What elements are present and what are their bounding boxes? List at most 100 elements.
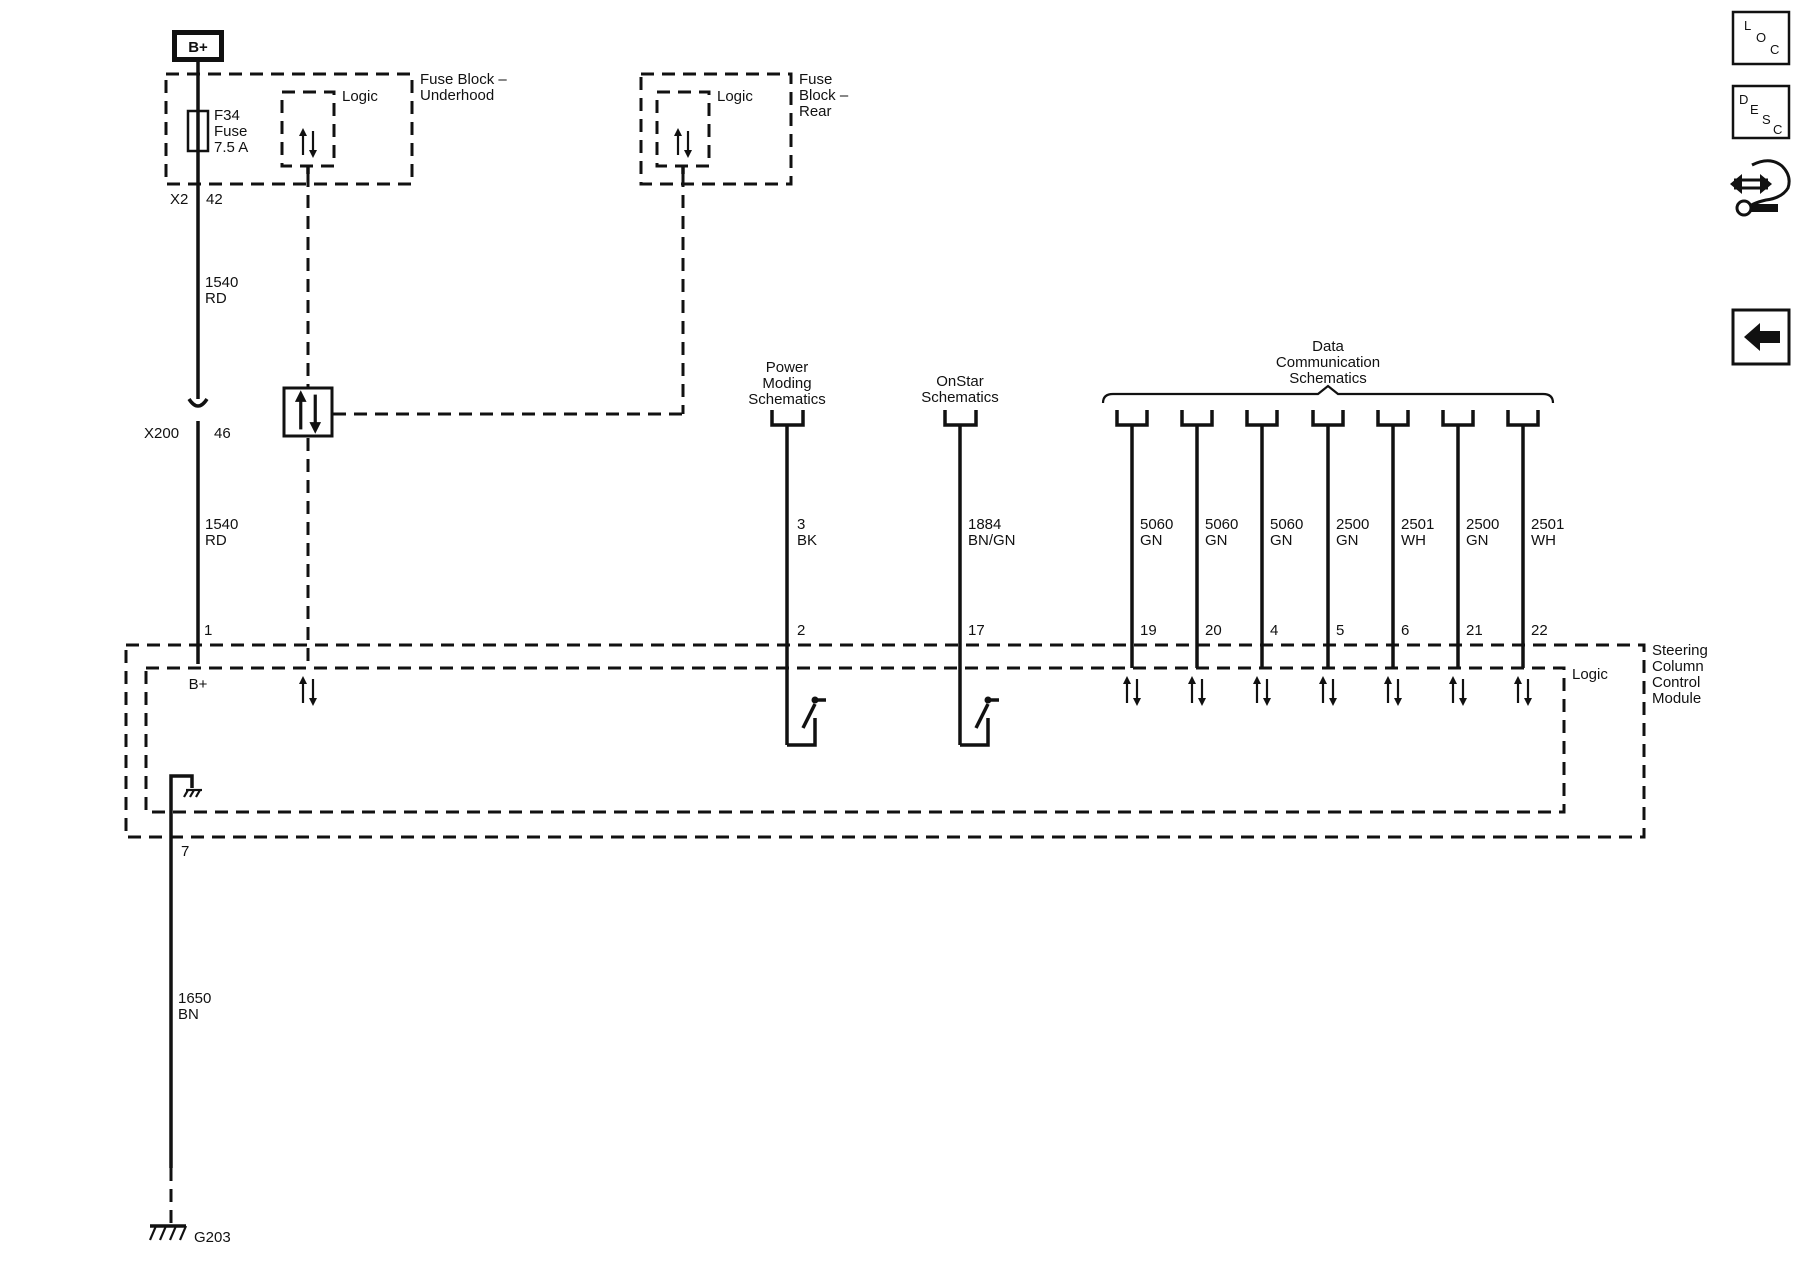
power-moding-color: BK [797,532,817,549]
steering-column-control-module: Logic Steering Column Control Module 1 B… [124,622,1708,1020]
wire-color-rd-upper: RD [205,290,227,307]
data-wire-color: GN [1466,532,1489,549]
onstar-reference: OnStar Schematics 1884 BN/GN 17 [921,373,1016,747]
data-comm-ref-1: Data [1312,338,1344,355]
data-wire-circuit: 5060 [1270,516,1303,533]
underhood-logic-box [280,90,336,168]
onstar-color: BN/GN [968,532,1016,549]
location-button[interactable]: L O C [1731,10,1791,66]
fuse-block-rear-title-2: Block – [799,87,849,104]
data-wire-pin: 6 [1401,622,1409,639]
power-label: B+ [188,39,208,56]
desc-letter-4: C [1773,122,1782,137]
data-wire-color: GN [1140,532,1163,549]
bidirectional-arrow-icon [1317,674,1339,708]
onstar-pin: 17 [968,622,985,639]
onstar-ref-1: OnStar [936,373,984,390]
fuse-block-rear: Fuse Block – Rear Logic [639,71,849,186]
data-wire-circuit: 2501 [1531,516,1564,533]
fuse-block-connector: X2 [170,191,188,208]
serial-data-symbol [282,386,334,438]
description-button[interactable]: D E S C [1731,84,1791,140]
data-wire-pin: 22 [1531,622,1548,639]
loc-letter-1: L [1744,18,1751,33]
data-wire-color: GN [1205,532,1228,549]
data-wire-color: WH [1401,532,1426,549]
data-wire-circuit: 5060 [1140,516,1173,533]
wire-circuit-1540-upper: 1540 [205,274,238,291]
module-logic-label: Logic [1572,666,1608,683]
data-wire-circuit: 5060 [1205,516,1238,533]
power-moding-pin: 2 [797,622,805,639]
data-wire-color: GN [1270,532,1293,549]
inline-connector-name: X200 [144,425,179,442]
desc-letter-3: S [1762,112,1771,127]
battery-positive-source: B+ [172,30,224,62]
data-communication-reference: Data Communication Schematics 5060GN1950… [1101,338,1564,708]
data-wire-pin: 20 [1205,622,1222,639]
ground-wire-circuit: 1650 [178,990,211,1007]
onstar-circuit: 1884 [968,516,1001,533]
fuse-block-underhood-title-2: Underhood [420,87,494,104]
module-bplus-pin: 1 [204,622,212,639]
ground-wire: 1650 BN G203 [148,990,231,1246]
bidirectional-arrow-icon [1382,674,1404,708]
wire-circuit-1540-lower: 1540 [205,516,238,533]
module-logic-box [144,666,1566,814]
module-bplus-label: B+ [189,676,208,693]
data-comm-ref-3: Schematics [1289,370,1367,387]
data-wire-pin: 21 [1466,622,1483,639]
b-plus-wire: 1540 RD X200 46 1540 RD [144,62,238,664]
data-wire-pin: 5 [1336,622,1344,639]
wire-color-rd-lower: RD [205,532,227,549]
bidirectional-arrow-icon [1447,674,1469,708]
fuse-block-rear-title-1: Fuse [799,71,832,88]
power-moding-ref-2: Moding [762,375,811,392]
rear-logic-label: Logic [717,88,753,105]
data-wire-group: 5060GN195060GN205060GN42500GN52501WH6250… [1115,410,1564,708]
data-wire-color: GN [1336,532,1359,549]
data-wire-circuit: 2501 [1401,516,1434,533]
module-ground-pin: 7 [181,843,189,860]
data-wire-circuit: 2500 [1466,516,1499,533]
loc-letter-2: O [1756,30,1766,45]
fuse-block-pin: 42 [206,191,223,208]
back-arrow-button[interactable] [1731,308,1791,366]
power-moding-circuit: 3 [797,516,805,533]
inline-connector-pin: 46 [214,425,231,442]
desc-letter-2: E [1750,102,1759,117]
bidirectional-arrow-icon [1186,674,1208,708]
module-name-1: Steering [1652,642,1708,659]
fuse-rating: 7.5 A [214,139,248,156]
desc-letter-1: D [1739,92,1748,107]
back-arrow-icon [1744,323,1780,351]
bidirectional-arrow-icon [1251,674,1273,708]
bidirectional-arrow-icon [297,674,319,708]
fuse-type: Fuse [214,123,247,140]
fuse-block-rear-title-3: Rear [799,103,832,120]
data-comm-ref-2: Communication [1276,354,1380,371]
fuse-id: F34 [214,107,240,124]
power-moding-ref-3: Schematics [748,391,826,408]
power-moding-reference: Power Moding Schematics 3 BK 2 [748,359,826,747]
data-wire-circuit: 2500 [1336,516,1369,533]
module-name-4: Module [1652,690,1701,707]
power-moding-ref-1: Power [766,359,809,376]
fuse-block-underhood-title-1: Fuse Block – [420,71,507,88]
diagnostic-repair-icon[interactable] [1730,159,1791,217]
bidirectional-arrow-icon [1512,674,1534,708]
bidirectional-arrow-icon [672,126,694,160]
bidirectional-arrow-icon [1121,674,1143,708]
data-wire-pin: 19 [1140,622,1157,639]
ground-symbol-icon [148,1224,188,1241]
module-name-3: Control [1652,674,1700,691]
serial-data-links [282,174,685,668]
data-wire-pin: 4 [1270,622,1278,639]
